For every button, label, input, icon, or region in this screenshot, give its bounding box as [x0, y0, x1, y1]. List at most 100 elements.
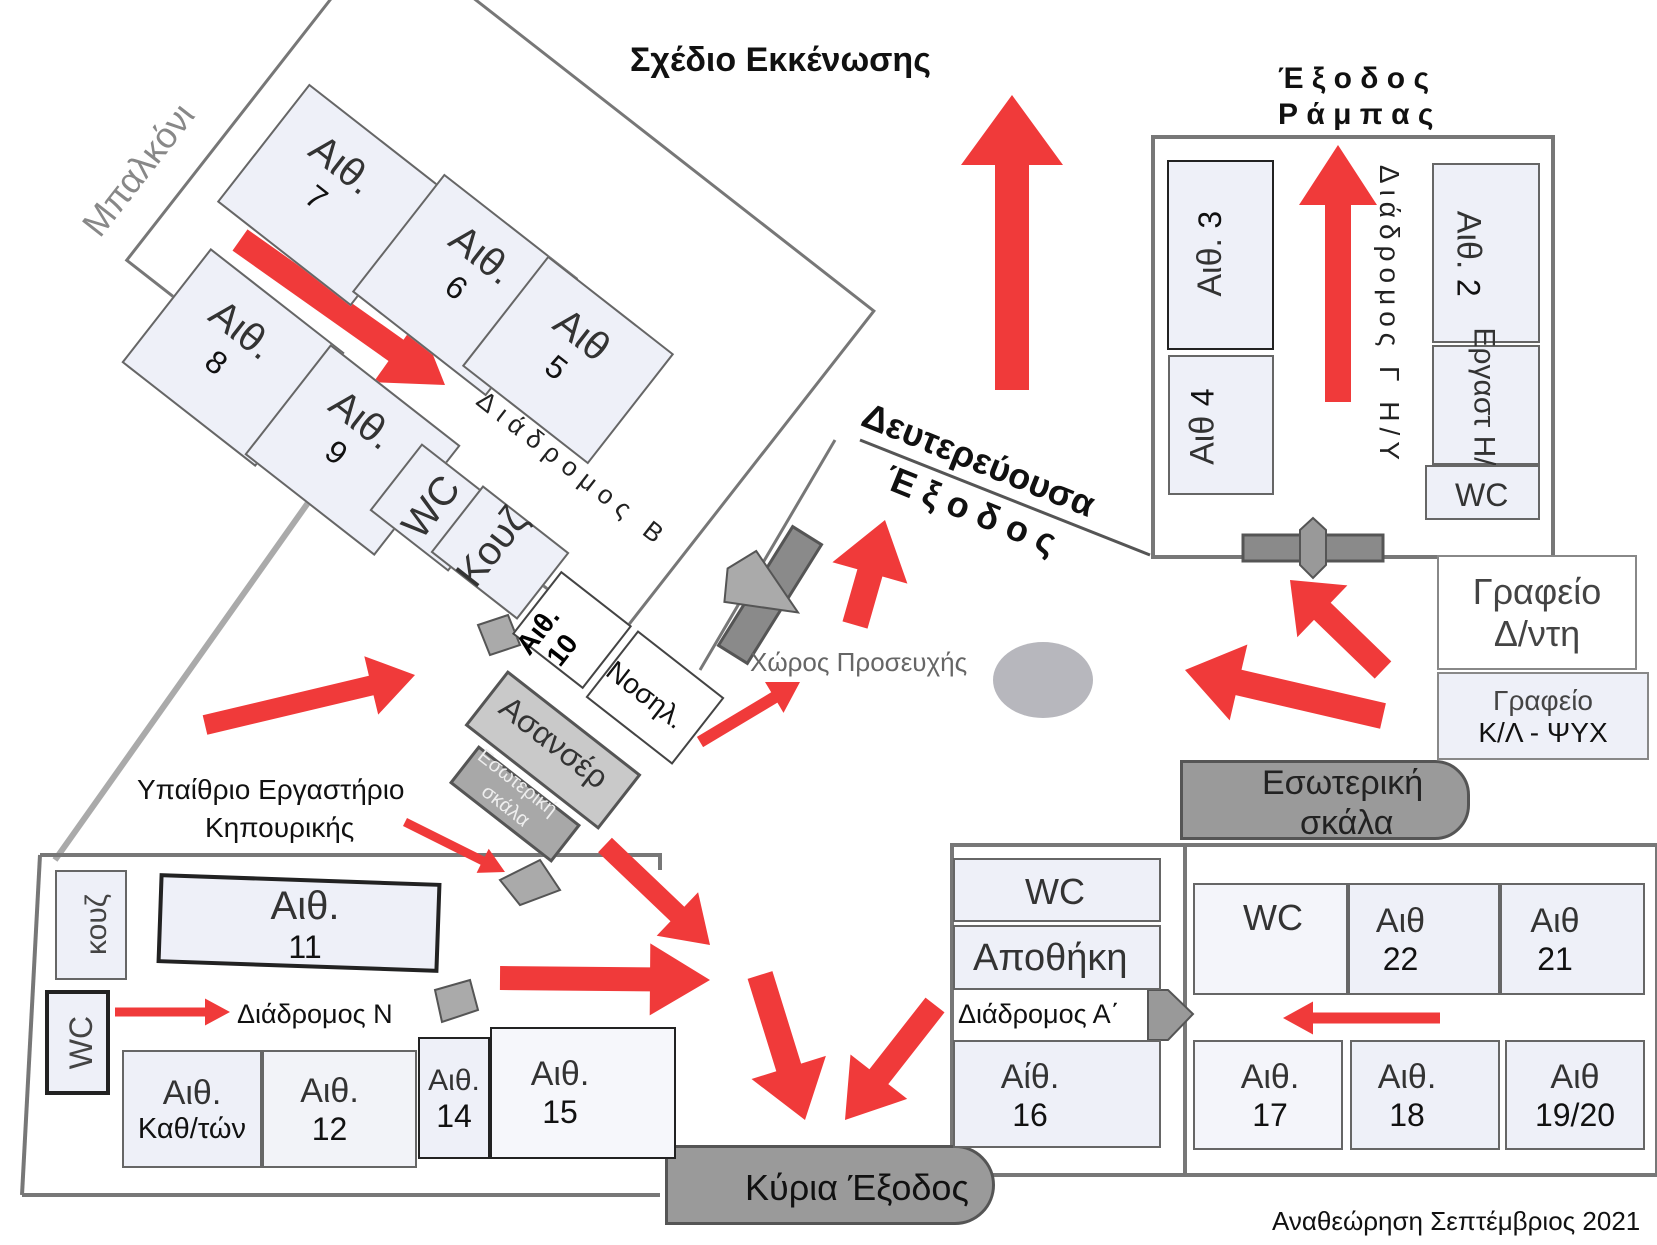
outdoor-workshop-label-line2: Κηπουρικής — [205, 812, 355, 843]
main-exit-label: Κύρια Έξοδος — [745, 1167, 969, 1208]
room-17-text: Αιθ. 17 — [1215, 1048, 1325, 1143]
room-21-text: Αιθ 21 — [1500, 895, 1610, 985]
ramp-exit-label-line1: Έ ξ ο δ ο ς — [1278, 62, 1430, 95]
room-9-number: 9 — [318, 432, 355, 472]
storage-room — [953, 925, 1161, 990]
corridor-a-door — [1147, 989, 1195, 1041]
arrow-outdoor-to-elevator — [202, 656, 415, 735]
arrow-up-center — [961, 95, 1063, 390]
room-22-label: Αιθ — [1375, 902, 1426, 940]
room-19-20-label: Αιθ — [1550, 1057, 1600, 1096]
room-15 — [490, 1027, 676, 1159]
bottom-left-outline — [40, 853, 662, 870]
wc-a-room — [953, 858, 1161, 922]
arrow-corridor-n — [115, 998, 230, 1026]
room-18-number: 18 — [1389, 1096, 1425, 1133]
arrow-secondary-exit — [832, 520, 908, 629]
office-kl — [1437, 672, 1649, 760]
room-4-number: 4 — [1184, 388, 1221, 407]
room-16 — [953, 1040, 1161, 1148]
arrow-left-to-main — [499, 943, 710, 1016]
office-kl-line2: Κ/Λ - ΨΥΧ — [1478, 717, 1608, 748]
page-title: Σχέδιο Εκκένωσης — [630, 41, 931, 79]
room-7-number: 7 — [298, 177, 335, 217]
room-11-label: Αιθ. — [270, 884, 340, 928]
corridor-n-label: Διάδρομος Ν — [237, 999, 393, 1029]
office-kl-line1: Γραφείο — [1493, 685, 1593, 716]
room-4-text: Αιθ 4 — [1183, 388, 1222, 465]
lab-pc-text: Εργαστ Η/Υ — [1468, 327, 1501, 485]
room-14-number: 14 — [436, 1098, 472, 1134]
corridor-n-door — [433, 978, 480, 1024]
wc-bottom-label: WC — [63, 1015, 100, 1070]
corridor-g-label: Διάδρομος Γ Η/Υ — [1373, 164, 1405, 466]
room-18-text: Αιθ. 18 — [1352, 1048, 1462, 1143]
arrow-east-to-center — [1185, 644, 1386, 729]
room-19-20-number: 19/20 — [1534, 1096, 1616, 1133]
room-22-number: 22 — [1382, 941, 1419, 977]
wc-a-label: WC — [1025, 871, 1085, 912]
inner-stair-right-label-a: Εσωτερική — [1262, 764, 1424, 802]
secondary-exit-door — [716, 524, 824, 666]
office-director-line1: Γραφείο — [1472, 571, 1602, 612]
room-14-text: Αιθ. 14 — [418, 1042, 490, 1157]
secondary-exit-wall-left — [698, 439, 837, 671]
arrow-nurse-to-prayer — [696, 682, 800, 748]
room-12-label: Αιθ. — [300, 1072, 359, 1110]
room-17 — [1193, 1040, 1343, 1150]
room-2-text: Αιθ. 2 — [1449, 210, 1488, 297]
wc-right-room — [1425, 465, 1540, 520]
room-22 — [1348, 883, 1500, 995]
kouz-bottom-room — [55, 870, 127, 980]
room-2-number: 2 — [1450, 278, 1487, 297]
room-12 — [262, 1050, 417, 1168]
room-6-number: 6 — [438, 267, 475, 307]
arrow-corridor-a — [1283, 1001, 1440, 1035]
office-director-line2: Δ/ντη — [1493, 613, 1581, 654]
arrow-up-ramp — [1299, 145, 1377, 402]
room-15-text: Αιθ. 15 — [510, 1035, 610, 1150]
room-15-label: Αιθ. — [530, 1054, 590, 1093]
room-4 — [1168, 355, 1274, 495]
secondary-exit-wall-right — [859, 438, 1151, 557]
left-wing-door — [476, 613, 522, 657]
room-21 — [1500, 883, 1645, 995]
room-19-20-text: Αιθ 19/20 — [1515, 1048, 1635, 1143]
room-4-label: Αιθ — [1183, 415, 1222, 465]
arrow-corridor-b — [232, 229, 445, 385]
room-14-label: Αιθ. — [428, 1064, 480, 1097]
kouz-bottom-label: κουζ — [79, 894, 113, 955]
teachers-number: Καθ/τών — [137, 1113, 247, 1145]
room-2-label: Αιθ. — [1449, 210, 1488, 270]
room-5-number: 5 — [538, 347, 575, 387]
prayer-ellipse — [993, 642, 1093, 718]
room-14 — [418, 1037, 490, 1159]
room-22-text: Αιθ 22 — [1348, 895, 1453, 985]
room-11-text: Αιθ. 11 — [215, 884, 395, 965]
lab-pc — [1432, 345, 1540, 465]
revision-note: Αναθεώρηση Σεπτέμβριος 2021 — [1272, 1206, 1641, 1236]
room-19-20 — [1505, 1040, 1645, 1150]
outdoor-door — [498, 858, 562, 907]
room-12-number: 12 — [311, 1111, 348, 1147]
room-3-text: Αιθ. 3 — [1191, 211, 1230, 297]
teachers-label: Αιθ. — [162, 1074, 222, 1112]
room-8-number: 8 — [198, 342, 235, 382]
wc-right-label: WC — [1455, 477, 1509, 513]
room-3-label: Αιθ. — [1191, 238, 1230, 297]
room-21-label: Αιθ — [1530, 902, 1580, 940]
room-15-number: 15 — [542, 1093, 578, 1130]
arrow-stair-to-main — [598, 837, 710, 945]
inner-stair-right — [1180, 760, 1470, 840]
prayer-area-label: Χώρος Προσευχής — [750, 647, 968, 677]
arrow-office-to-ramp — [1290, 580, 1392, 679]
room-16-label: Αίθ. — [1000, 1057, 1060, 1096]
inner-stair-right-label-b: σκάλα — [1300, 804, 1394, 842]
wc-bottom-room — [45, 990, 110, 1095]
corridor-a-label: Διάδρομος Α΄ — [958, 999, 1120, 1029]
bottom-left-left-wall — [20, 854, 42, 1196]
room-17-number: 17 — [1252, 1096, 1288, 1133]
office-director — [1437, 555, 1637, 670]
outdoor-workshop-label-line1: Υπαίθριο Εργαστήριο — [137, 774, 405, 805]
